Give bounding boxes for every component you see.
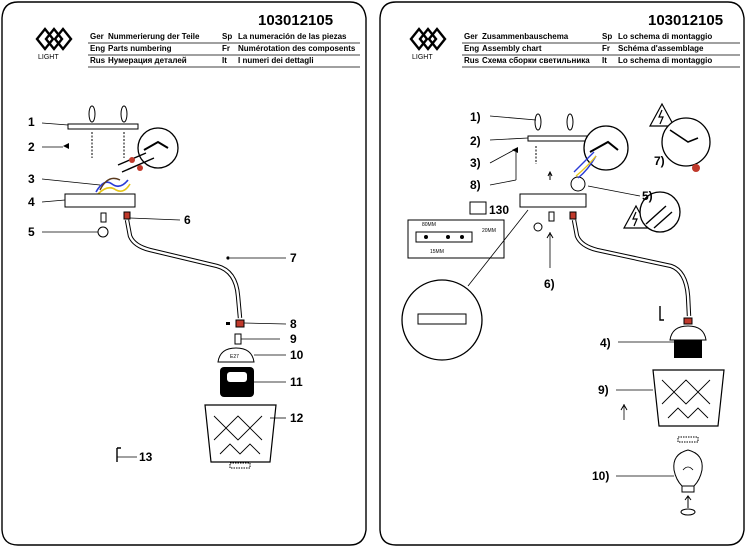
header-lang: Rus [90,56,106,65]
header-text: Parts numbering [108,44,172,53]
electric-warning-icon [648,102,676,127]
assembly-diagram [401,102,725,516]
dimension-small: 15MM [430,249,444,255]
header-lang: Ger [90,32,104,41]
callout-7: 7) [654,154,665,168]
callout-9: 9) [598,383,609,397]
callout-4: 4 [28,195,35,209]
header-text: Zusammenbauschema [482,32,569,41]
dimension-label: 130 [489,203,510,217]
header-text: Нумерация деталей [108,56,187,65]
callout-3: 3) [470,156,481,170]
header-text: Схема сборки светильника [482,56,590,65]
header-rules [88,42,360,68]
dimension-small: 20MM [482,228,496,234]
callout-5: 5 [28,225,35,239]
callout-1: 1) [470,110,481,124]
right-page: LIGHT 103012105 Ger Zusammenbauschema Sp… [378,0,746,547]
header-text: Lo schema di montaggio [618,32,713,41]
brand-logo-icon [409,27,447,51]
callout-3: 3 [28,172,35,186]
callout-1: 1 [28,115,35,129]
left-page: LIGHT 103012105 Ger Nummerierung der Tei… [0,0,368,547]
brand-label: LIGHT [412,54,433,61]
callout-9: 9 [290,332,297,346]
svg-text:E27: E27 [230,354,239,360]
header-text: I numeri dei dettagli [238,56,314,65]
brand-logo-icon [35,27,73,51]
header-lang: It [222,56,227,65]
callout-12: 12 [290,411,304,425]
header-text: Lo schema di montaggio [618,56,713,65]
header-lang: Eng [90,44,106,53]
callout-2: 2 [28,140,35,154]
callout-10: 10 [290,348,304,362]
callout-7: 7 [290,251,297,265]
header-lang: Sp [602,32,613,41]
header-lang: Ger [464,32,478,41]
header-lang: Sp [222,32,233,41]
header-lang: It [602,56,607,65]
callout-6: 6 [184,213,191,227]
header-lang: Rus [464,56,480,65]
header-lang: Eng [464,44,480,53]
header-lang: Fr [222,44,230,53]
product-code: 103012105 [648,12,724,29]
header-rules [462,42,740,68]
header-text: Assembly chart [482,44,542,53]
callout-13: 13 [139,450,153,464]
ground-wire-detail-icon [117,127,179,173]
product-code: 103012105 [258,12,334,29]
header-text: Numérotation des composents [238,44,356,53]
brand-label: LIGHT [38,54,59,61]
callout-5: 5) [642,189,653,203]
header-lang: Fr [602,44,610,53]
callout-6: 6) [544,277,555,291]
callout-11: 11 [290,375,303,389]
header-text: Schéma d'assemblage [618,44,704,53]
callout-2: 2) [470,134,481,148]
dimension-small: 80MM [422,222,436,228]
callout-8: 8 [290,317,297,331]
header-text: Nummerierung der Teile [108,32,200,41]
header-text: La numeración de las piezas [238,32,347,41]
callout-10: 10) [592,469,610,483]
parts-diagram: E27 [41,105,287,469]
callout-4: 4) [600,336,611,350]
callout-8: 8) [470,178,481,192]
mounting-bracket-icon [63,105,139,158]
